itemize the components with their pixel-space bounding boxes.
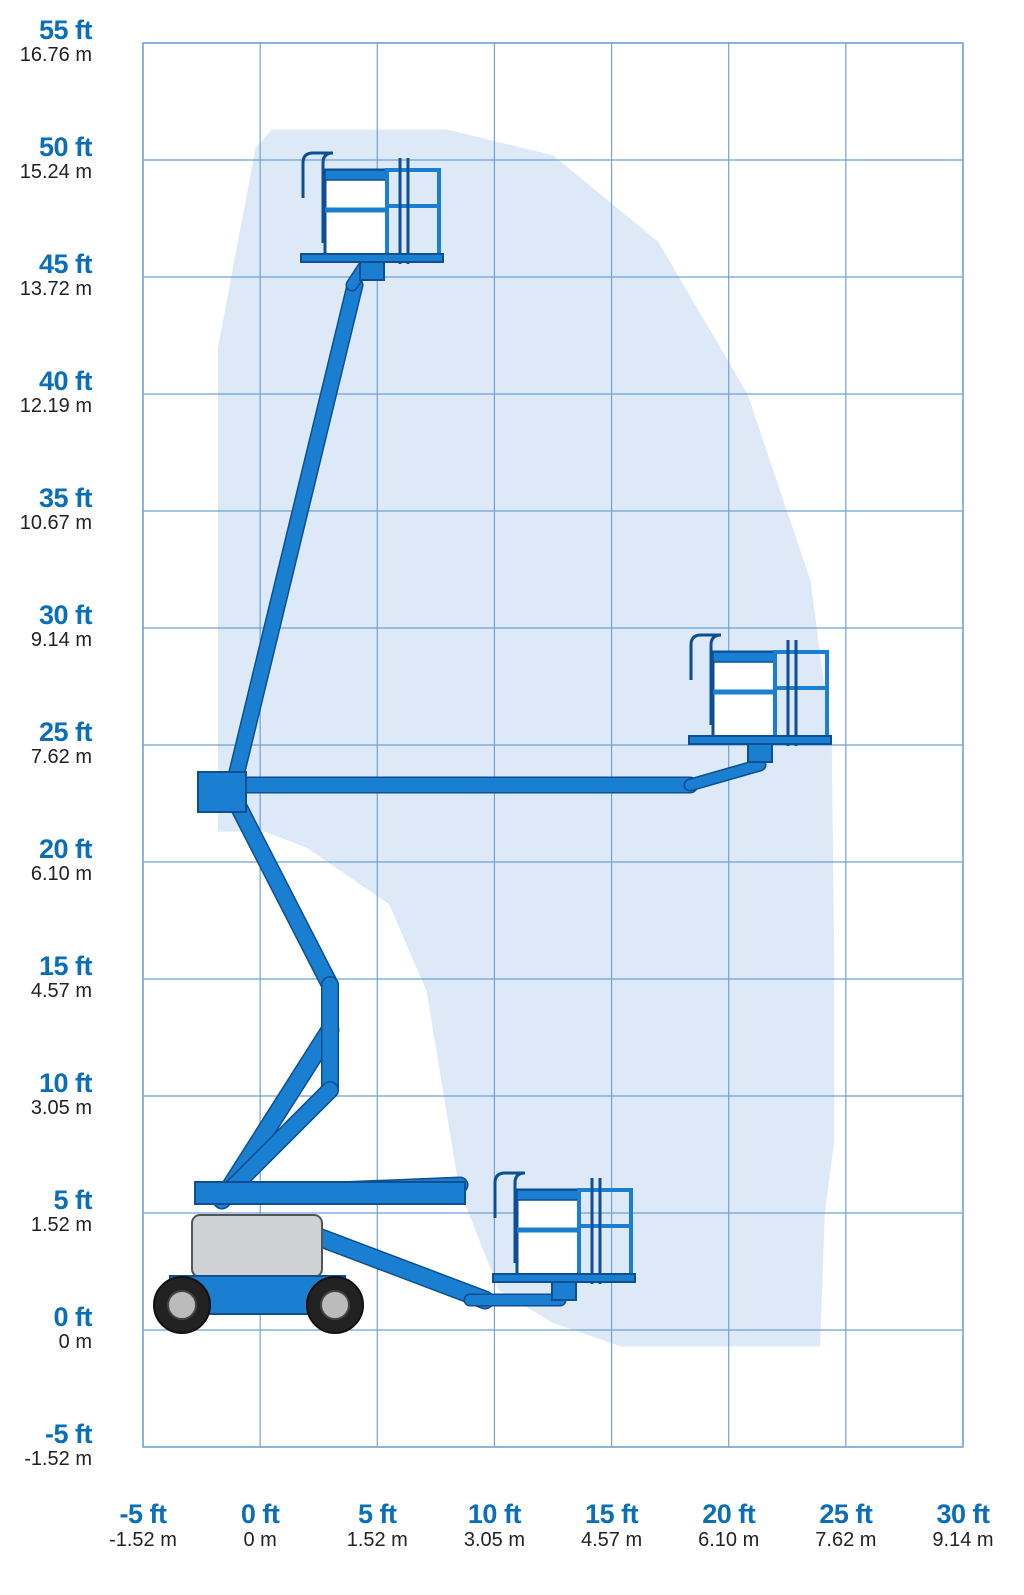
y-tick-ft: 10 ft: [38, 1068, 93, 1098]
x-tick-ft: 25 ft: [819, 1499, 873, 1529]
y-tick-ft: 30 ft: [38, 600, 93, 630]
y-tick-m: 4.57 m: [30, 980, 92, 1002]
y-tick-ft: 50 ft: [38, 132, 93, 162]
main-boom-low: [292, 1222, 493, 1308]
entry-gate-icon: [301, 151, 334, 243]
y-tick-m: 1.52 m: [30, 1214, 92, 1236]
counterweight-hood: [191, 1214, 323, 1278]
y-tick-m: 15.24 m: [19, 161, 92, 183]
basket-panel: [711, 650, 777, 740]
y-tick-label: -5 ft-1.52 m: [0, 1420, 92, 1470]
x-tick-m: 3.05 m: [463, 1529, 525, 1551]
entry-gate-icon: [493, 1171, 526, 1263]
basket-floor: [492, 1273, 636, 1283]
basket-panel: [323, 168, 389, 258]
working-envelope: [218, 129, 835, 1347]
x-tick-ft: 5 ft: [358, 1499, 397, 1529]
y-tick-ft: 35 ft: [38, 483, 93, 513]
x-tick-m: 0 m: [243, 1529, 277, 1551]
x-tick-m: 6.10 m: [698, 1529, 760, 1551]
lower-boom-c: [222, 1082, 338, 1198]
x-tick-m: 7.62 m: [815, 1529, 877, 1551]
x-tick-m: 9.14 m: [932, 1529, 994, 1551]
basket-panel: [515, 1188, 581, 1278]
y-tick-ft: 40 ft: [38, 366, 93, 396]
platform-max-height: [300, 151, 444, 281]
x-tick-ft: 20 ft: [702, 1499, 756, 1529]
platform-max-outreach: [688, 633, 832, 763]
x-tick-m: -1.52 m: [109, 1529, 177, 1551]
y-tick-m: 0 m: [58, 1331, 92, 1353]
y-tick-m: 12.19 m: [19, 395, 92, 417]
y-tick-ft: -5 ft: [45, 1419, 93, 1449]
turntable: [194, 1181, 466, 1205]
wheel-hub: [167, 1290, 197, 1320]
platform-rotator: [359, 261, 385, 281]
platform-low-reach: [492, 1171, 636, 1301]
y-tick-ft: 0 ft: [53, 1302, 93, 1332]
y-tick-m: 13.72 m: [19, 278, 92, 300]
basket-top-rail: [324, 169, 388, 181]
y-tick-ft: 5 ft: [53, 1185, 93, 1215]
jib-outreach: [685, 760, 765, 790]
y-tick-m: 10.67 m: [19, 512, 92, 534]
platform-rotator: [747, 743, 773, 763]
y-tick-ft: 55 ft: [38, 15, 93, 45]
x-tick-m: 4.57 m: [580, 1529, 643, 1551]
basket-top-rail: [516, 1189, 580, 1201]
basket-top-rail: [712, 651, 776, 663]
y-tick-ft: 20 ft: [38, 834, 93, 864]
platform-rotator: [551, 1281, 577, 1301]
y-tick-m: -1.52 m: [24, 1448, 92, 1470]
turntable-pivot: [197, 771, 247, 813]
lower-boom-a: [222, 782, 338, 993]
wheel-hub: [320, 1290, 350, 1320]
entry-gate-icon: [689, 633, 722, 725]
y-tick-m: 9.14 m: [30, 629, 92, 651]
y-tick-ft: 45 ft: [38, 249, 93, 279]
x-tick-label: -5 ft-1.52 m: [88, 1500, 198, 1552]
x-tick-ft: 15 ft: [585, 1499, 639, 1529]
y-tick-ft: 25 ft: [38, 717, 93, 747]
x-tick-ft: 0 ft: [240, 1499, 280, 1529]
x-tick-m: 1.52 m: [346, 1529, 408, 1551]
y-tick-m: 3.05 m: [30, 1097, 92, 1119]
basket-floor: [300, 253, 444, 263]
x-tick-ft: 10 ft: [467, 1499, 522, 1529]
x-tick-ft: -5 ft: [119, 1499, 168, 1529]
y-tick-ft: 15 ft: [38, 951, 93, 981]
y-tick-m: 16.76 m: [19, 44, 92, 66]
basket-floor: [688, 735, 832, 745]
y-tick-m: 6.10 m: [30, 863, 92, 885]
main-boom-height: [228, 278, 362, 787]
x-tick-ft: 30 ft: [936, 1499, 990, 1529]
y-tick-m: 7.62 m: [30, 746, 92, 768]
